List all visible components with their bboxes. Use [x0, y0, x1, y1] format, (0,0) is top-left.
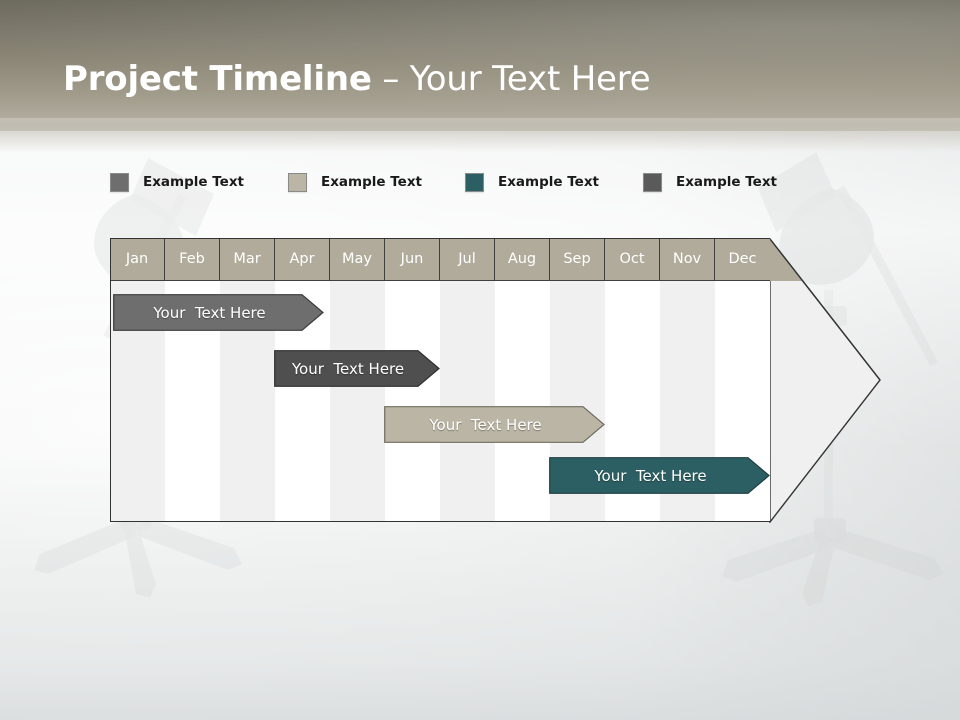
legend-item-1[interactable]: Example Text: [110, 170, 244, 194]
task-bar-3[interactable]: Your Text Here: [384, 406, 605, 443]
timeline-column-jul: [440, 238, 495, 522]
timeline-chart: Jan Feb Mar Apr May Jun Jul Aug Sep Oct …: [110, 238, 770, 522]
month-cell-aug[interactable]: Aug: [495, 238, 550, 280]
timeline-column-feb: [165, 238, 220, 522]
month-cell-oct[interactable]: Oct: [605, 238, 660, 280]
legend-item-2[interactable]: Example Text: [288, 170, 422, 194]
timeline-arrow-head: [769, 236, 883, 525]
timeline-column-jan: [110, 238, 165, 522]
month-cell-jul[interactable]: Jul: [440, 238, 495, 280]
legend: Example Text Example Text Example Text E…: [110, 170, 830, 194]
legend-swatch-tan: [288, 172, 307, 192]
month-cell-feb[interactable]: Feb: [165, 238, 220, 280]
month-cell-may[interactable]: May: [330, 238, 385, 280]
month-cell-nov[interactable]: Nov: [660, 238, 715, 280]
legend-swatch-gray-1: [110, 172, 129, 192]
legend-swatch-gray-2: [643, 172, 662, 192]
month-cell-jun[interactable]: Jun: [385, 238, 440, 280]
legend-swatch-teal: [465, 172, 484, 192]
task-bar-4[interactable]: Your Text Here: [549, 457, 770, 494]
title-banner: [0, 0, 960, 131]
legend-label-1: Example Text: [143, 174, 244, 190]
month-cell-sep[interactable]: Sep: [550, 238, 605, 280]
task-bar-1[interactable]: Your Text Here: [113, 294, 324, 331]
month-cell-mar[interactable]: Mar: [220, 238, 275, 280]
legend-item-4[interactable]: Example Text: [643, 170, 777, 194]
task-bar-2[interactable]: Your Text Here: [274, 350, 440, 387]
title-banner-sheen: [0, 0, 960, 131]
timeline-column-aug: [495, 238, 550, 522]
title-banner-fade: [0, 118, 960, 152]
page-title-light: – Your Text Here: [371, 59, 651, 99]
month-cell-dec[interactable]: Dec: [728, 251, 757, 267]
legend-label-2: Example Text: [321, 174, 422, 190]
month-cell-jan[interactable]: Jan: [110, 238, 165, 280]
timeline-month-header: Jan Feb Mar Apr May Jun Jul Aug Sep Oct …: [110, 238, 770, 281]
timeline-column-mar: [220, 238, 275, 522]
legend-label-3: Example Text: [498, 174, 599, 190]
legend-item-3[interactable]: Example Text: [465, 170, 599, 194]
month-cell-apr[interactable]: Apr: [275, 238, 330, 280]
page-title-bold: Project Timeline: [63, 59, 372, 99]
legend-label-4: Example Text: [676, 174, 777, 190]
page-title: Project Timeline – Your Text Here: [63, 58, 651, 100]
